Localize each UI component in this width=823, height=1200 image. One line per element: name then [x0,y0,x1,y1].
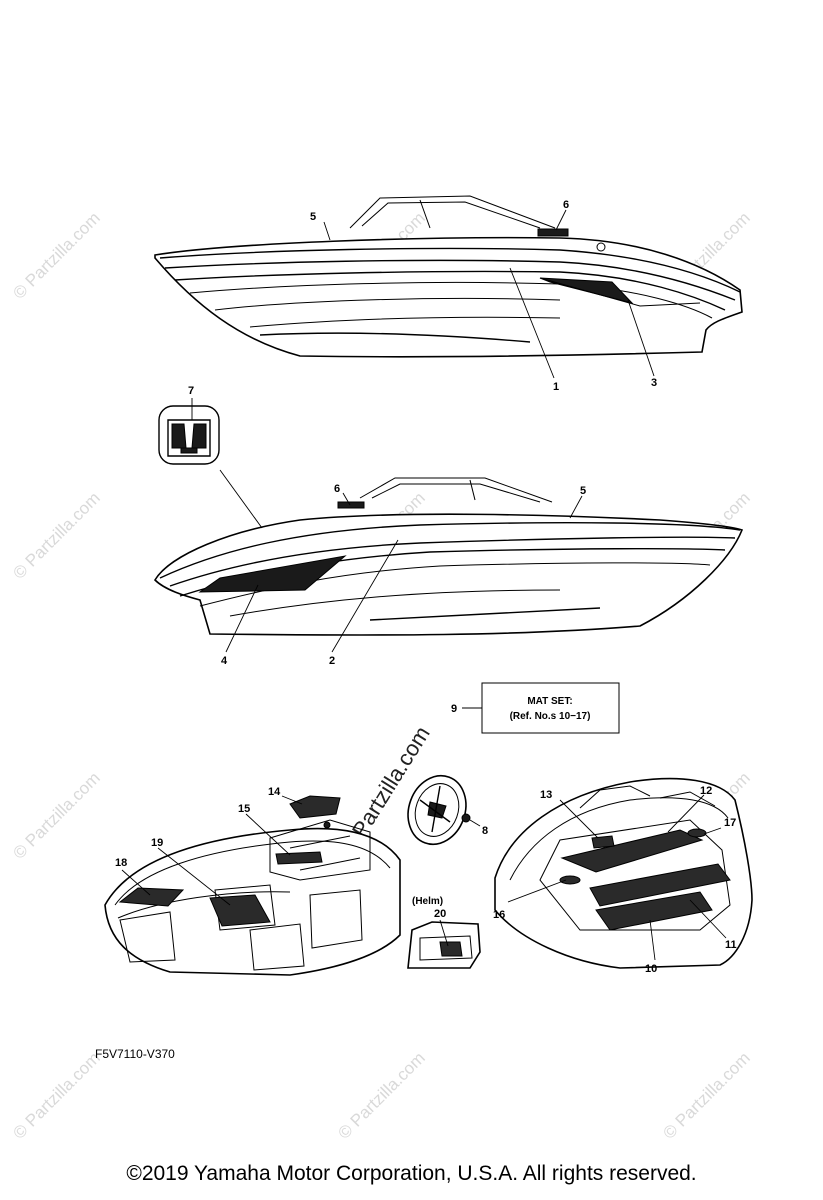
diagram-code: F5V7110-V370 [95,1047,175,1061]
steering-wheel [407,774,481,846]
copyright-notice: ©2019 Yamaha Motor Corporation, U.S.A. A… [126,1162,697,1185]
callout-16: 16 [493,909,505,921]
stern-cockpit-view [494,777,753,969]
callout-5-top: 5 [310,211,316,223]
mat-set-box: MAT SET: (Ref. No.s 10−17) [462,682,620,734]
callout-10: 10 [645,963,657,975]
callout-17: 17 [724,817,736,829]
callout-13: 13 [540,789,552,801]
watermark: © Partzilla.com [9,768,103,862]
callout-18: 18 [115,857,127,869]
callout-1: 1 [553,381,559,393]
watermark: © Partzilla.com [9,488,103,582]
callout-11: 11 [725,939,737,951]
bow-cockpit-view [104,795,401,976]
callout-9: 9 [451,703,457,715]
callout-3: 3 [651,377,657,389]
helm-label: (Helm) [412,896,443,907]
mat-set-title: MAT SET: [527,696,572,707]
callout-2: 2 [329,655,335,667]
mat-set-ref: (Ref. No.s 10−17) [510,711,591,722]
detail-inset-7 [158,398,220,465]
callout-6-mid: 6 [334,483,340,495]
boat-port-view [153,469,744,653]
callout-6-top: 6 [563,199,569,211]
callout-12: 12 [700,785,712,797]
callout-8: 8 [482,825,488,837]
boat-starboard-view [154,195,743,379]
callout-19: 19 [151,837,163,849]
callout-15: 15 [238,803,250,815]
callout-4: 4 [221,655,228,667]
watermark: © Partzilla.com [9,208,103,302]
helm-view [407,919,481,969]
callout-20: 20 [434,908,446,920]
callout-5-mid: 5 [580,485,586,497]
callout-7: 7 [188,385,194,397]
callout-14: 14 [268,786,281,798]
watermark: © Partzilla.com [9,1048,103,1142]
callout-labels: 1 2 3 4 5 5 6 6 7 8 9 10 11 12 13 14 15 … [115,199,737,975]
watermark: © Partzilla.com [659,1048,753,1142]
watermark: © Partzilla.com [334,1048,428,1142]
